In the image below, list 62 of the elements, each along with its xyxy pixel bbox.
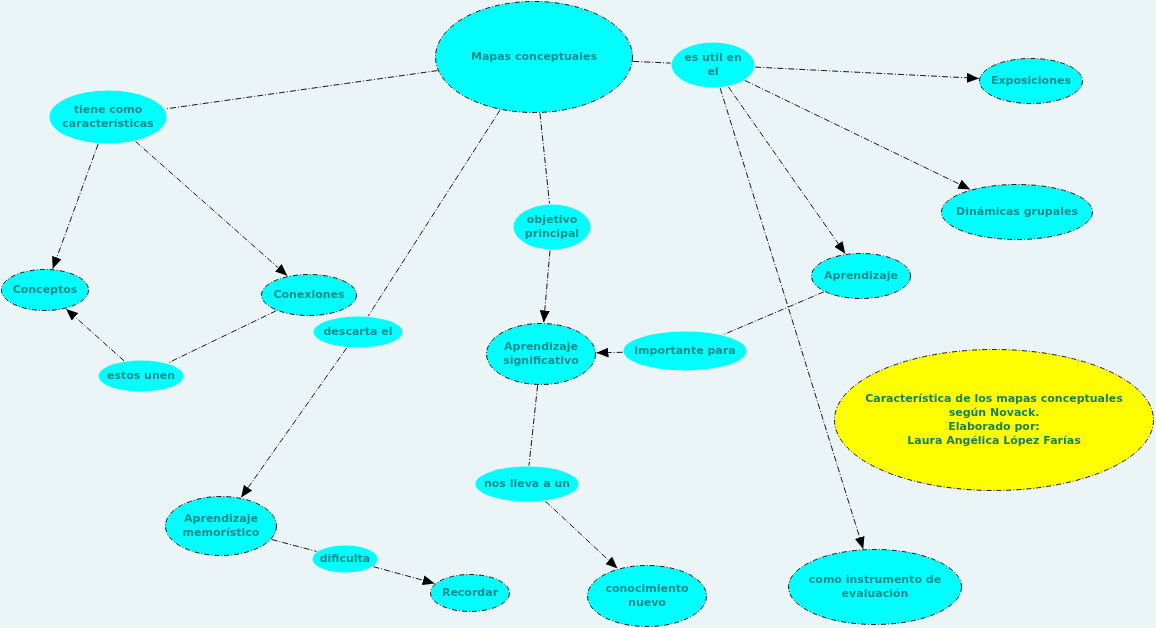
linking-phrase-text: tiene como características bbox=[61, 103, 155, 131]
connector-line bbox=[632, 60, 672, 64]
concept-ellipse bbox=[811, 253, 911, 299]
concept-text: como instrumento de evaluación bbox=[807, 573, 943, 601]
concept-ellipse bbox=[435, 1, 633, 113]
concept-ellipse bbox=[587, 565, 707, 627]
note-text: Laura Angélica López Farías bbox=[907, 434, 1081, 448]
concept-ellipse bbox=[165, 496, 277, 556]
concept-ellipse bbox=[1, 269, 89, 311]
note-ellipse bbox=[834, 349, 1154, 491]
linking-phrase-ellipse bbox=[623, 331, 747, 371]
arrow bbox=[719, 87, 865, 550]
linking-phrase-text: es util en el bbox=[683, 51, 743, 79]
arrow bbox=[744, 80, 971, 190]
concept-text: Conexiones bbox=[273, 288, 345, 302]
connector-line bbox=[539, 112, 550, 204]
arrow bbox=[754, 66, 980, 83]
linking-phrase-ellipse bbox=[671, 42, 755, 88]
arrow bbox=[539, 250, 551, 323]
linking-phrase-ellipse bbox=[49, 90, 167, 144]
linking-phrase-text: estos unen bbox=[106, 369, 176, 383]
connector-line bbox=[722, 291, 825, 336]
concept-ellipse bbox=[788, 549, 962, 625]
linking-phrase-text: importante para bbox=[634, 344, 736, 358]
linking-phrase-ellipse bbox=[98, 360, 184, 392]
concept-ellipse bbox=[261, 274, 357, 316]
arrow bbox=[240, 347, 348, 498]
linking-phrase-text: nos lleva a un bbox=[483, 477, 571, 491]
concept-text: Aprendizaje significativo bbox=[502, 340, 580, 368]
linking-phrase-text: objetivo principal bbox=[523, 213, 581, 241]
arrow bbox=[135, 140, 288, 277]
arrow bbox=[65, 308, 125, 362]
note-text: Característica de los mapas conceptuales según Novack. bbox=[864, 392, 1124, 420]
concept-text: Dinámicas grupales bbox=[956, 205, 1078, 219]
connector-line bbox=[528, 384, 539, 466]
linking-phrase-text: dificulta bbox=[319, 552, 371, 566]
concept-text: Aprendizaje bbox=[824, 269, 898, 283]
linking-phrase-ellipse bbox=[513, 204, 591, 250]
arrow bbox=[545, 500, 618, 569]
connector-line bbox=[271, 539, 317, 552]
arrow bbox=[596, 347, 624, 358]
concept-ellipse bbox=[979, 58, 1083, 104]
arrow bbox=[727, 86, 846, 255]
concept-ellipse bbox=[941, 184, 1093, 240]
arrow bbox=[372, 566, 436, 586]
connector-line bbox=[164, 70, 438, 110]
linking-phrase-ellipse bbox=[313, 316, 403, 348]
connector-line bbox=[367, 109, 501, 317]
arrow bbox=[52, 143, 99, 270]
concept-ellipse bbox=[430, 574, 510, 612]
note-text: Elaborado por: bbox=[948, 420, 1040, 434]
linking-phrase-ellipse bbox=[475, 466, 579, 502]
concept-text: Mapas conceptuales bbox=[470, 50, 598, 64]
concept-text: conocimiento nuevo bbox=[604, 582, 690, 610]
connector-line bbox=[167, 310, 277, 364]
concept-text: Conceptos bbox=[12, 283, 78, 297]
concept-text: Recordar bbox=[441, 586, 499, 600]
concept-text: Aprendizaje memorístico bbox=[181, 512, 261, 540]
linking-phrase-ellipse bbox=[312, 545, 378, 573]
linking-phrase-text: descarta el bbox=[323, 325, 393, 339]
concept-text: Exposiciones bbox=[990, 74, 1071, 88]
concept-ellipse bbox=[486, 323, 596, 385]
